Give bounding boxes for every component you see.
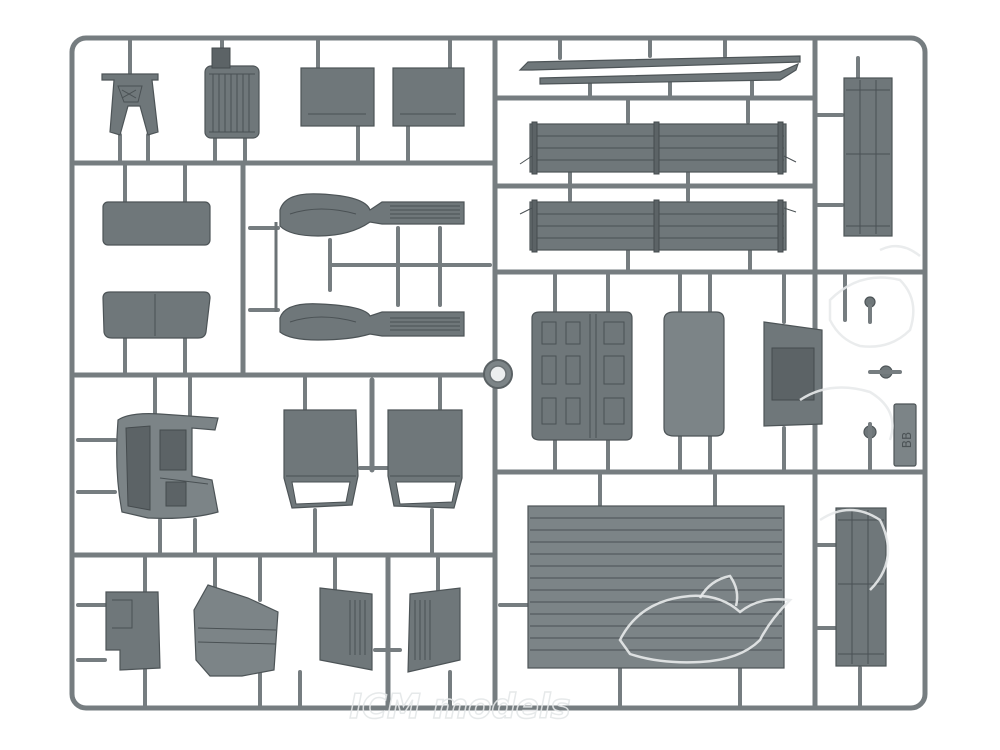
part-rails-long <box>518 55 801 85</box>
part-fender-top <box>279 193 465 237</box>
part-door-panel-left <box>300 67 375 127</box>
part-dash-bracket <box>105 591 161 671</box>
part-seat-cushion <box>102 291 211 339</box>
part-cab-rear-wall <box>531 311 633 441</box>
part-bed-side-panel-1 <box>519 121 797 175</box>
part-front-board <box>835 507 887 667</box>
sprue-runners <box>72 37 926 709</box>
sprue-tag-label: BB <box>900 432 914 448</box>
watermark-label: ICM models <box>349 687 570 727</box>
part-cab-frame <box>116 413 219 519</box>
part-cab-bracket <box>101 73 159 136</box>
part-roof-panel <box>663 311 725 437</box>
part-door-right <box>387 409 463 509</box>
part-bed-side-panel-2 <box>519 199 797 253</box>
part-hood-side-right <box>407 587 461 673</box>
sprue-frame <box>69 35 928 711</box>
part-small-knobs <box>863 296 894 442</box>
part-fender-bottom <box>279 303 465 341</box>
watermark: ICM models <box>349 244 921 728</box>
part-door-left <box>283 409 359 509</box>
part-door-panel-right <box>392 67 465 127</box>
part-radiator-grille <box>204 47 260 139</box>
part-cargo-bed-floor <box>527 505 785 669</box>
part-hood <box>193 584 279 677</box>
part-hood-side-left <box>319 587 373 671</box>
part-windshield-frame <box>763 321 823 427</box>
sprue-tag-plate: BB <box>893 403 917 467</box>
part-tailgate <box>843 77 893 237</box>
part-seat-back <box>102 201 211 246</box>
